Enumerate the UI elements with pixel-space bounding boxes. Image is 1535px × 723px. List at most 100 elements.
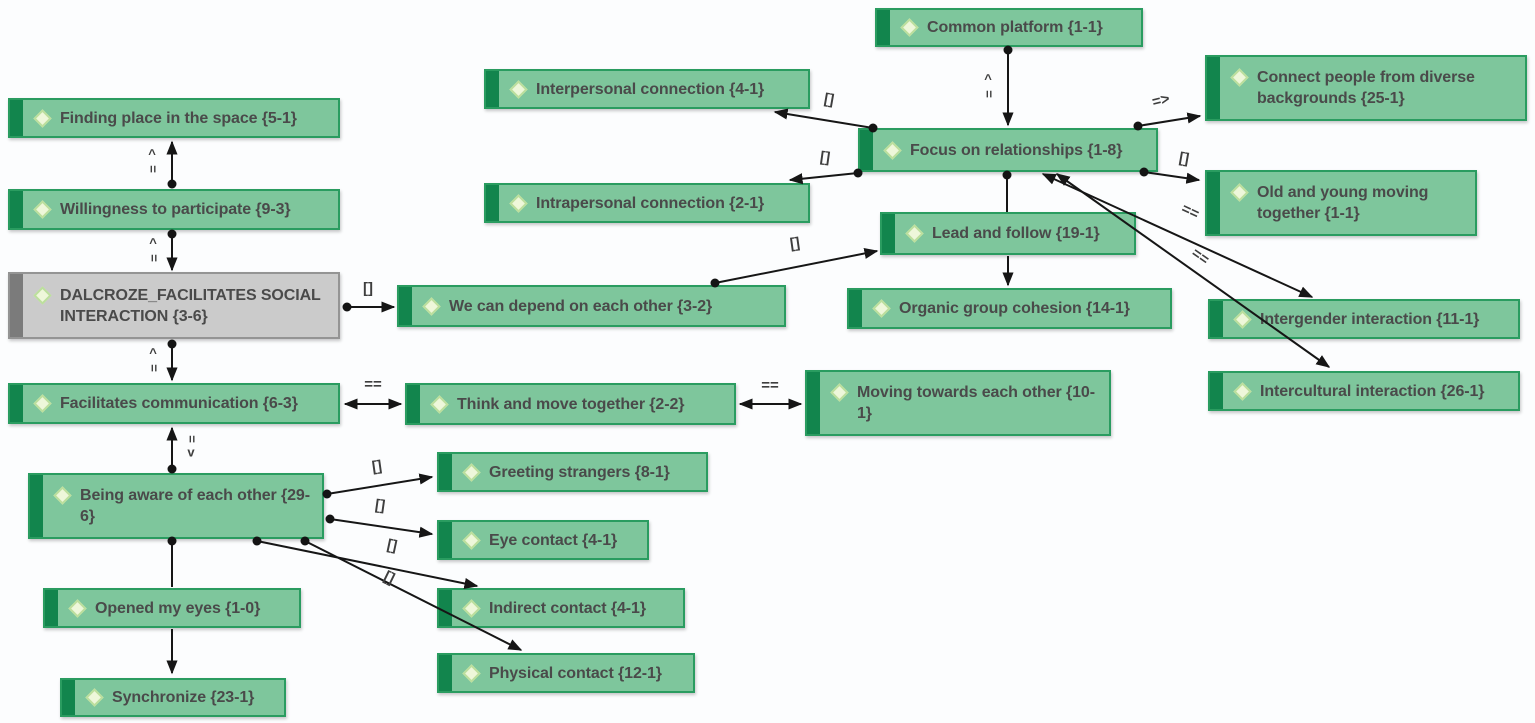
node-label: Interpersonal connection {4-1} bbox=[536, 80, 765, 98]
edge-label: = bbox=[185, 435, 200, 443]
edge-label: [] bbox=[371, 457, 383, 475]
node-being-aware[interactable]: Being aware of each other {29-6} bbox=[28, 473, 324, 539]
edge-being-aware--opened-eyes[interactable] bbox=[167, 536, 177, 588]
diamond-shape bbox=[33, 394, 52, 413]
node-content: Intergender interaction {11-1} bbox=[1233, 309, 1479, 330]
diamond-shape bbox=[900, 18, 919, 37]
node-label: Think and move together {2-2} bbox=[457, 395, 685, 413]
edge-label: == bbox=[1179, 200, 1202, 223]
node-physical-contact[interactable]: Physical contact {12-1} bbox=[437, 653, 695, 693]
node-content: Lead and follow {19-1} bbox=[905, 223, 1100, 244]
node-content: Interpersonal connection {4-1} bbox=[509, 79, 765, 100]
diamond-shape bbox=[462, 462, 481, 482]
code-diamond-icon bbox=[430, 394, 449, 414]
node-content: We can depend on each other {3-2} bbox=[422, 296, 712, 317]
code-diamond-icon bbox=[33, 394, 52, 413]
node-strip bbox=[486, 71, 499, 107]
edge-label: = bbox=[982, 90, 997, 98]
node-strip bbox=[407, 385, 420, 423]
diamond-shape bbox=[883, 140, 902, 160]
node-content: Think and move together {2-2} bbox=[430, 394, 685, 415]
node-label: Moving towards each other {10-1} bbox=[857, 384, 1095, 422]
edge-dalcroze--we-depend[interactable]: [] bbox=[342, 280, 396, 313]
node-old-young[interactable]: Old and young moving together {1-1} bbox=[1205, 170, 1477, 236]
edge-source-dot bbox=[167, 179, 177, 189]
node-indirect-contact[interactable]: Indirect contact {4-1} bbox=[437, 588, 685, 628]
code-diamond-icon bbox=[462, 530, 481, 550]
diamond-shape bbox=[33, 108, 52, 128]
node-moving-towards[interactable]: Moving towards each other {10-1} bbox=[805, 370, 1111, 436]
code-diamond-icon bbox=[33, 285, 52, 305]
edge-being-aware--facilitates-communication[interactable]: =v bbox=[166, 426, 200, 474]
node-dalcroze[interactable]: DALCROZE_FACILITATES SOCIAL INTERACTION … bbox=[8, 272, 340, 339]
edge-label: [] bbox=[374, 496, 386, 514]
node-strip bbox=[877, 10, 890, 45]
edge-focus-relationships--lead-follow[interactable] bbox=[1002, 170, 1012, 213]
node-label: Greeting strangers {8-1} bbox=[489, 463, 670, 481]
edge-label: => bbox=[1150, 90, 1171, 111]
node-strip bbox=[1210, 373, 1223, 409]
node-intrapersonal[interactable]: Intrapersonal connection {2-1} bbox=[484, 183, 810, 223]
node-content: Opened my eyes {1-0} bbox=[68, 598, 260, 619]
edge-common-platform--focus-relationships[interactable]: ^= bbox=[982, 45, 1014, 127]
node-label: Willingness to participate {9-3} bbox=[60, 201, 291, 218]
code-diamond-icon bbox=[905, 224, 924, 243]
code-diamond-icon bbox=[1230, 183, 1249, 202]
node-we-depend[interactable]: We can depend on each other {3-2} bbox=[397, 285, 786, 327]
edge-label: ^ bbox=[984, 71, 992, 86]
edge-willingness--finding-place[interactable]: ^= bbox=[146, 140, 178, 189]
node-strip bbox=[10, 385, 23, 422]
node-label: Organic group cohesion {14-1} bbox=[899, 300, 1130, 317]
node-facilitates-communication[interactable]: Facilitates communication {6-3} bbox=[8, 383, 340, 424]
node-lead-follow[interactable]: Lead and follow {19-1} bbox=[880, 212, 1136, 255]
node-content: Physical contact {12-1} bbox=[462, 663, 662, 684]
node-connect-people[interactable]: Connect people from diverse backgrounds … bbox=[1205, 55, 1527, 121]
edge-think-move--moving-towards[interactable]: == bbox=[738, 377, 803, 410]
node-content: Connect people from diverse backgrounds … bbox=[1230, 67, 1519, 109]
node-greeting-strangers[interactable]: Greeting strangers {8-1} bbox=[437, 452, 708, 492]
node-strip bbox=[62, 680, 75, 715]
edge-label: [] bbox=[385, 536, 398, 555]
node-think-move[interactable]: Think and move together {2-2} bbox=[405, 383, 736, 425]
edge-being-aware--eye-contact[interactable]: [] bbox=[325, 496, 434, 538]
node-strip bbox=[1207, 57, 1220, 119]
diamond-shape bbox=[462, 598, 481, 618]
diamond-shape bbox=[1233, 309, 1252, 329]
code-diamond-icon bbox=[830, 383, 849, 402]
edge-dalcroze--facilitates-communication[interactable]: ^= bbox=[147, 339, 178, 382]
diamond-shape bbox=[1230, 183, 1249, 202]
edge-label: == bbox=[761, 377, 779, 394]
node-organic-cohesion[interactable]: Organic group cohesion {14-1} bbox=[847, 288, 1172, 329]
edge-facilitates-communication--think-move[interactable]: == bbox=[343, 376, 403, 410]
node-opened-eyes[interactable]: Opened my eyes {1-0} bbox=[43, 588, 301, 628]
diamond-shape bbox=[53, 486, 72, 505]
node-willingness[interactable]: Willingness to participate {9-3} bbox=[8, 189, 340, 230]
node-common-platform[interactable]: Common platform {1-1} bbox=[875, 8, 1143, 47]
node-strip bbox=[486, 185, 499, 221]
node-content: DALCROZE_FACILITATES SOCIAL INTERACTION … bbox=[33, 285, 332, 327]
edge-label: [] bbox=[381, 568, 397, 588]
node-intercultural[interactable]: Intercultural interaction {26-1} bbox=[1208, 371, 1520, 411]
diamond-shape bbox=[872, 299, 891, 318]
node-content: Finding place in the space {5-1} bbox=[33, 108, 297, 129]
node-focus-relationships[interactable]: Focus on relationships {1-8} bbox=[858, 128, 1158, 172]
node-synchronize[interactable]: Synchronize {23-1} bbox=[60, 678, 286, 717]
edge-we-depend--lead-follow[interactable]: [] bbox=[710, 234, 879, 288]
edge-willingness--dalcroze[interactable]: ^= bbox=[147, 229, 178, 272]
node-intergender[interactable]: Intergender interaction {11-1} bbox=[1208, 299, 1520, 339]
node-label: DALCROZE_FACILITATES SOCIAL INTERACTION … bbox=[60, 286, 321, 325]
code-diamond-icon bbox=[509, 193, 528, 213]
node-content: Synchronize {23-1} bbox=[85, 687, 254, 708]
edge-focus-relationships--intrapersonal[interactable]: [] bbox=[788, 148, 863, 185]
node-interpersonal[interactable]: Interpersonal connection {4-1} bbox=[484, 69, 810, 109]
code-diamond-icon bbox=[1233, 381, 1252, 401]
node-eye-contact[interactable]: Eye contact {4-1} bbox=[437, 520, 649, 560]
edge-being-aware--greeting-strangers[interactable]: [] bbox=[322, 457, 434, 499]
node-content: Indirect contact {4-1} bbox=[462, 598, 646, 619]
diamond-shape bbox=[430, 394, 449, 414]
edge-focus-relationships--connect-people[interactable]: => bbox=[1133, 90, 1202, 131]
node-finding-place[interactable]: Finding place in the space {5-1} bbox=[8, 98, 340, 138]
node-strip bbox=[10, 100, 23, 136]
node-content: Intercultural interaction {26-1} bbox=[1233, 381, 1485, 402]
